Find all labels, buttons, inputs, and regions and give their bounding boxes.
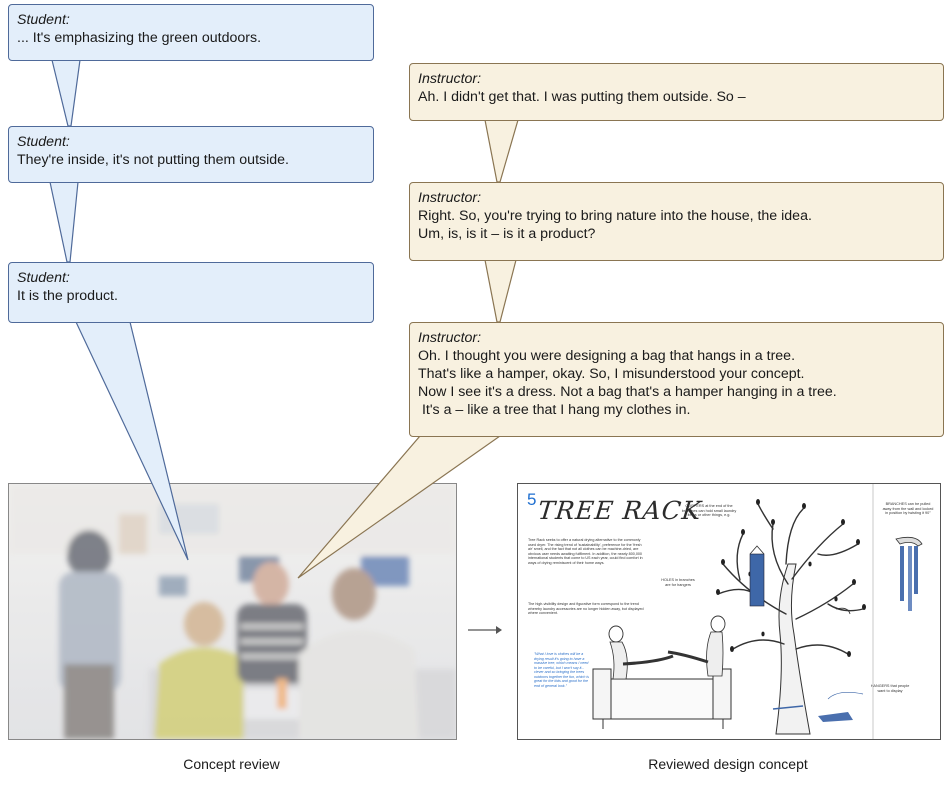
instructor-bubble-3: Instructor: Oh. I thought you were desig… — [409, 322, 944, 437]
design-concept-sketch: 5 TREE RACK Tree Rack seeks to offer a n… — [517, 483, 941, 740]
classroom-scene-image — [9, 484, 456, 739]
student-bubble-1: Student: ... It's emphasizing the green … — [8, 4, 374, 61]
utterance-line: Ah. I didn't get that. I was putting the… — [418, 89, 746, 105]
right-arrow-icon — [468, 626, 502, 634]
sketch-body-text-2: The high-visibility design and figurativ… — [528, 602, 644, 616]
utterance-line: That's like a hamper, okay. So, I misund… — [418, 366, 805, 382]
utterance-line: Right. So, you're trying to bring nature… — [418, 208, 812, 224]
utterance-line: It is the product. — [17, 288, 118, 304]
caption-concept-review: Concept review — [183, 756, 280, 772]
speaker-label: Instructor: — [418, 190, 482, 206]
student-bubble-3: Student: It is the product. — [8, 262, 374, 323]
speaker-label: Student: — [17, 12, 70, 28]
utterance-line: Oh. I thought you were designing a bag t… — [418, 348, 796, 364]
utterance-line: It's a – like a tree that I hang my clot… — [418, 402, 691, 418]
speaker-label: Instructor: — [418, 71, 482, 87]
instructor-tail-2 — [484, 259, 517, 323]
utterance-line: Now I see it's a dress. Not a bag that's… — [418, 384, 837, 400]
sketch-quote: "What I love is clothes will be a drying… — [534, 652, 589, 688]
instructor-tail-1 — [484, 119, 519, 183]
sketch-note-clippers: CLIPPERS at the end of the branches can … — [681, 504, 737, 518]
utterance-line: ... It's emphasizing the green outdoors. — [17, 30, 262, 46]
speaker-label: Student: — [17, 270, 70, 286]
sketch-note-branches: BRANCHES can be pulled away from the wal… — [882, 502, 934, 516]
utterance-line: They're inside, it's not putting them ou… — [17, 152, 289, 168]
speaker-label: Instructor: — [418, 330, 482, 346]
caption-reviewed-design-concept: Reviewed design concept — [648, 756, 808, 772]
student-bubble-2: Student: They're inside, it's not puttin… — [8, 126, 374, 183]
sketch-body-text: Tree Rack seeks to offer a natural dryin… — [528, 538, 643, 565]
sketch-page-number: 5 — [527, 490, 537, 509]
sketch-note-hangers: HANGERS that people want to display — [870, 684, 910, 693]
student-tail-2 — [49, 181, 79, 263]
instructor-bubble-2: Instructor: Right. So, you're trying to … — [409, 182, 944, 261]
instructor-bubble-1: Instructor: Ah. I didn't get that. I was… — [409, 63, 944, 121]
student-tail-1 — [51, 59, 81, 127]
speaker-label: Student: — [17, 134, 70, 150]
utterance-line: Um, is, is it – is it a product? — [418, 226, 596, 242]
concept-review-photo — [8, 483, 457, 740]
tree-rack-drawing — [592, 484, 923, 739]
sketch-note-holes: HOLES in branches are for hangers — [661, 578, 695, 587]
